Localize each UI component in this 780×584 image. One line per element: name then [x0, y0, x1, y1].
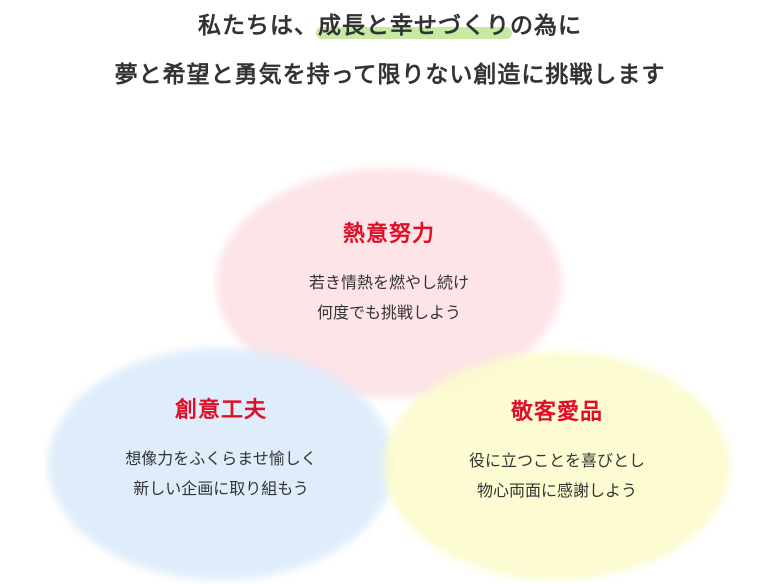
circle-right-description: 役に立つことを喜びとし 物心両面に感謝しよう	[384, 446, 730, 506]
circle-right-title: 敬客愛品	[510, 400, 603, 425]
circle-top: 熱意努力 若き情熱を燃やし続け 何度でも挑戦しよう	[216, 222, 562, 328]
circle-right-line-2: 物心両面に感謝しよう	[476, 481, 637, 500]
headline-line-1: 私たちは、成長と幸せづくりの為に	[0, 6, 780, 40]
circle-left-line-2: 新しい企画に取り組もう	[133, 479, 309, 498]
circle-left: 創意工夫 想像力をふくらませ愉しく 新しい企画に取り組もう	[48, 398, 394, 504]
circle-top-title: 熱意努力	[342, 222, 435, 247]
headline-line-2: 夢と希望と勇気を持って限りない創造に挑戦します	[114, 62, 666, 88]
circle-left-line-1: 想像力をふくらませ愉しく	[125, 449, 317, 468]
circle-left-title: 創意工夫	[174, 398, 267, 423]
circle-left-description: 想像力をふくらませ愉しく 新しい企画に取り組もう	[48, 444, 394, 504]
headline-line-1-after: の為に	[510, 13, 582, 39]
circle-top-description: 若き情熱を燃やし続け 何度でも挑戦しよう	[216, 268, 562, 328]
circle-right-line-1: 役に立つことを喜びとし	[468, 451, 645, 470]
circle-left-shape	[48, 348, 394, 580]
circle-right-shape	[384, 352, 730, 580]
headline-line-1-before: 私たちは、	[198, 13, 318, 39]
circle-top-line-1: 若き情熱を燃やし続け	[308, 273, 469, 292]
circle-right: 敬客愛品 役に立つことを喜びとし 物心両面に感謝しよう	[384, 400, 730, 506]
circle-top-line-2: 何度でも挑戦しよう	[316, 303, 461, 322]
headline-highlight: 成長と幸せづくり	[316, 6, 512, 40]
